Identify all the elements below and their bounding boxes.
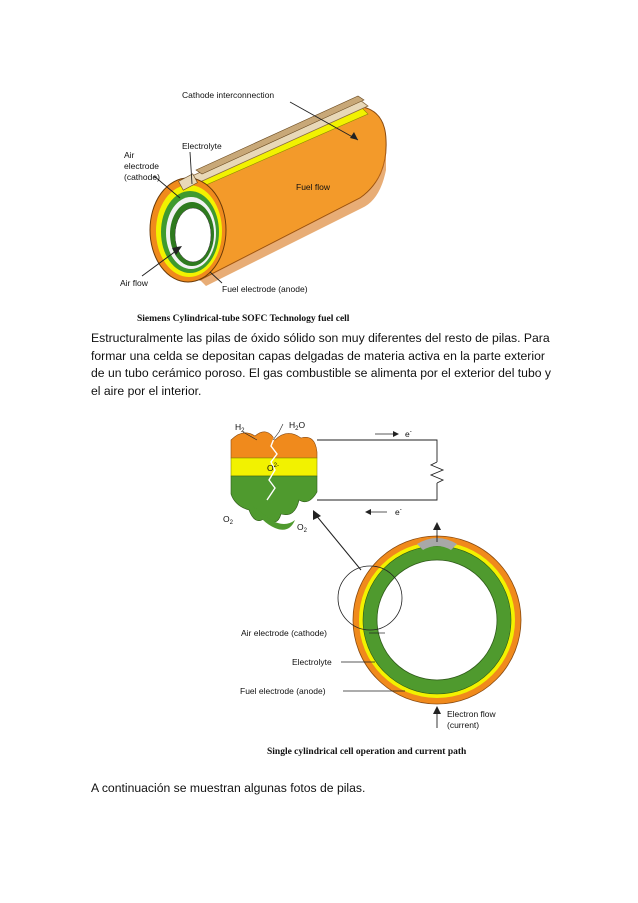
label-air-electrode-3: (cathode) [124, 172, 160, 182]
label-electron-flow-2: (current) [447, 720, 479, 730]
circuit-resistor [429, 461, 445, 484]
h2o-pointer [272, 423, 284, 441]
magnifier-pointer-head [313, 510, 321, 520]
figure1-caption: Siemens Cylindrical-tube SOFC Technology… [137, 314, 350, 324]
tube-shade [200, 150, 386, 286]
cathode-blob [230, 475, 318, 523]
magnifier-pointer [314, 513, 362, 571]
cathode-blob-extra [253, 506, 295, 530]
electron-arrow-top-head [393, 431, 399, 437]
label-electron-top: e- [405, 429, 412, 439]
sofc-tube-figure: Cathode interconnection Electrolyte Air … [120, 90, 387, 324]
paragraph-photos: A continuación se muestran algunas fotos… [91, 781, 366, 795]
pointer-cathode-interconnect [289, 101, 359, 141]
anode-blob [230, 431, 318, 459]
label-electron-flow-1: Electron flow [447, 709, 497, 719]
paragraph-structure: Estructuralmente las pilas de óxido sóli… [91, 331, 551, 398]
pointer-air-flow-head [172, 246, 182, 255]
label-air-electrode-2: Air electrode (cathode) [241, 628, 327, 638]
interconnect-top [195, 95, 365, 175]
label-electron-bottom: e- [395, 507, 402, 517]
label-fuel-electrode-2: Fuel electrode (anode) [240, 686, 326, 696]
pointer-air-flow [141, 247, 181, 277]
label-o2-ion: O2- [267, 463, 279, 473]
label-fuel-flow: Fuel flow [296, 182, 331, 192]
current-arrow-up-head [433, 522, 441, 530]
electron-arrow-bottom-head [365, 509, 371, 515]
label-h2: H2 [235, 422, 245, 434]
circuit-wire-return [317, 483, 438, 501]
magnifier-circle [337, 565, 403, 631]
figure2-caption: Single cylindrical cell operation and cu… [267, 747, 467, 757]
pore-crack [266, 435, 278, 501]
circuit-wire [317, 439, 438, 462]
label-fuel-electrode: Fuel electrode (anode) [222, 284, 308, 294]
pointer-electrolyte [189, 151, 193, 185]
pointer-cathode-interconnect-head [350, 132, 358, 140]
label-o2-left: O2 [223, 514, 234, 526]
label-air-flow: Air flow [120, 278, 149, 288]
label-cathode-interconnection: Cathode interconnection [182, 90, 274, 100]
electron-flow-arrow-head [433, 706, 441, 714]
pointer-air-electrode [153, 175, 181, 199]
pointer-fuel-electrode [209, 271, 223, 284]
interconnect-cap [417, 538, 457, 550]
label-air-electrode-2: electrode [124, 161, 159, 171]
ring-bore [376, 559, 498, 681]
label-h2o: H2O [289, 420, 305, 432]
h2-pointer [242, 431, 258, 441]
label-air-electrode-1: Air [124, 150, 135, 160]
end-inner-bore [174, 207, 212, 263]
cell-operation-figure: H2 H2O O2- O2 O2 e- e- Air electrode (ca… [223, 420, 522, 757]
label-o2-right: O2 [297, 522, 308, 534]
label-electrolyte: Electrolyte [182, 141, 222, 151]
label-electrolyte-2: Electrolyte [292, 657, 332, 667]
interconnect-end [178, 173, 198, 191]
